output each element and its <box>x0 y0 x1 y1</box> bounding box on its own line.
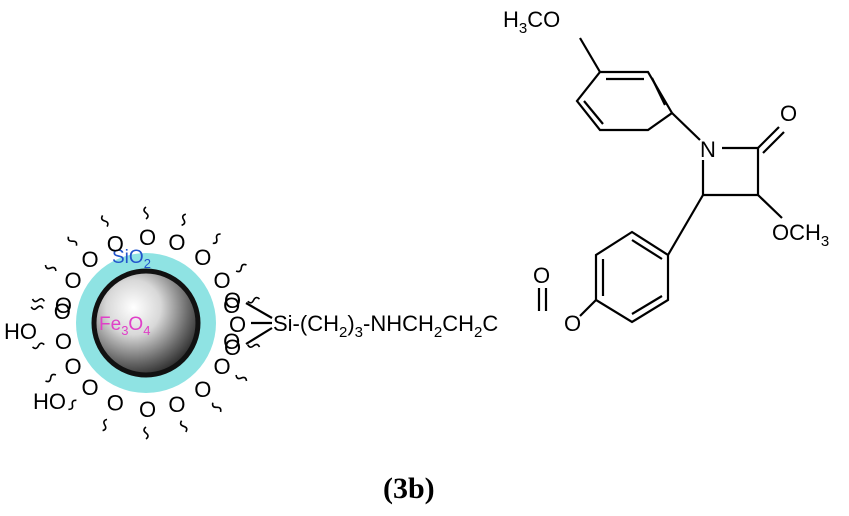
attachment-wiggle <box>45 373 57 383</box>
linker-chain: Si-(CH2)3-NHCH2CH2C <box>273 311 498 341</box>
upper-benzene-ring <box>575 70 674 132</box>
attachment-wiggle <box>246 343 261 348</box>
carbonyl-oxygen: O <box>533 263 550 288</box>
core-label: Fe3O4 <box>99 314 150 338</box>
c3-methoxy-bond <box>757 194 783 219</box>
attachment-wiggle <box>211 402 222 413</box>
surface-oxygen: O <box>194 377 211 402</box>
attachment-wiggle <box>181 213 187 227</box>
beta-lactam-ring <box>701 146 760 197</box>
surface-oxygen: O <box>55 293 72 318</box>
o-si-bond-3 <box>245 327 273 345</box>
lactam-carbonyl-1 <box>757 126 780 149</box>
attachment-wiggle <box>31 342 45 350</box>
attachment-wiggle <box>143 206 149 220</box>
attachment-wiggle <box>31 298 46 303</box>
attachment-wiggle <box>212 233 221 245</box>
hydroxyl-bottom-left: HO <box>33 389 66 414</box>
core-rim <box>91 268 201 378</box>
upper-benzene-ring-inner <box>583 77 666 125</box>
surface-oxygen: O <box>223 293 240 318</box>
lactam-nitrogen: N <box>700 137 716 162</box>
attachment-wiggle <box>143 426 149 440</box>
surface-oxygen: O <box>65 268 82 293</box>
surface-oxygen: O <box>55 329 72 354</box>
surface-oxygen: O <box>168 392 185 417</box>
lactam-oxygen: O <box>780 101 797 126</box>
top-methoxy-bond <box>579 37 601 73</box>
o-si-bond-1 <box>245 302 273 319</box>
attachment-wiggle <box>247 296 261 304</box>
aryl-c4-bond <box>667 194 704 256</box>
attachment-wiggle <box>44 264 57 272</box>
magnetite-core <box>94 271 198 375</box>
surface-oxygen: O <box>107 391 124 416</box>
ester-oxygen: O <box>564 311 581 336</box>
n-aryl-bond <box>671 112 701 141</box>
attachment-wiggle <box>235 263 247 273</box>
surface-oxygen: O <box>139 225 156 250</box>
surface-oxygen: O <box>82 247 99 272</box>
attachment-wiggle <box>235 374 248 382</box>
surface-oxygen: O <box>139 397 156 422</box>
lower-benzene-ring <box>594 230 670 324</box>
shell-label: SiO2 <box>112 247 151 271</box>
attachment-wiggle <box>67 236 78 246</box>
si-oxygen-3: O <box>224 335 241 360</box>
figure-caption: (3b) <box>383 472 435 505</box>
surface-oxygen: O <box>194 245 211 270</box>
methoxy-top: H3CO <box>503 7 560 37</box>
attachment-wiggle <box>102 418 108 432</box>
lactam-carbonyl-2 <box>762 131 785 154</box>
ester-aryl-bond <box>579 299 597 317</box>
surface-oxygen: O <box>214 268 231 293</box>
si-oxygen-2: O <box>229 312 246 337</box>
surface-oxygen: O <box>168 230 185 255</box>
si-oxygen-1: O <box>224 288 241 313</box>
attachment-wiggle <box>179 420 188 433</box>
attachment-wiggle <box>100 214 109 228</box>
attachment-wiggle <box>68 399 77 411</box>
hydroxyl-left: HO <box>4 319 37 344</box>
surface-oxygen: O <box>65 354 82 379</box>
attachment-wiggle <box>30 305 44 311</box>
surface-oxygen: O <box>54 299 71 324</box>
surface-oxygen: O <box>223 329 240 354</box>
surface-oxygen: O <box>107 231 124 256</box>
methoxy-right: OCH3 <box>772 220 829 250</box>
surface-oxygen: O <box>82 375 99 400</box>
surface-oxygen: O <box>214 354 231 379</box>
